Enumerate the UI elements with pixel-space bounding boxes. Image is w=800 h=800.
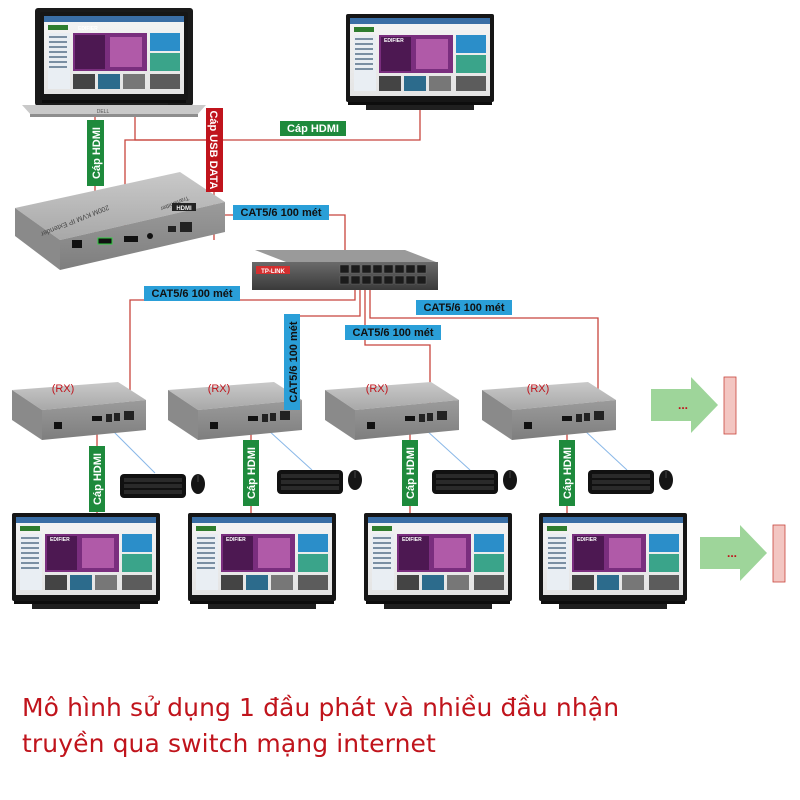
- more-dots-top: ...: [678, 398, 688, 412]
- svg-text:Cáp USB DATA: Cáp USB DATA: [207, 110, 219, 189]
- label-hdmi-top-monitor: Cáp HDMI: [280, 121, 346, 136]
- monitor-3: [364, 513, 512, 609]
- svg-text:Cáp HDMI: Cáp HDMI: [287, 123, 339, 135]
- more-dots-bottom: ...: [727, 546, 737, 560]
- connection-lines: [94, 105, 599, 515]
- svg-text:CAT5/6 100 mét: CAT5/6 100 mét: [240, 207, 321, 219]
- screen-brand-4: EDIFIER: [577, 537, 597, 543]
- svg-text:Cáp HDMI: Cáp HDMI: [405, 447, 417, 499]
- switch-ports: [339, 264, 427, 285]
- more-arrow-top: ...: [651, 376, 737, 435]
- more-arrow-bottom: ...: [700, 524, 786, 583]
- svg-text:Cáp HDMI: Cáp HDMI: [91, 127, 103, 179]
- label-hdmi-rx3: Cáp HDMI: [402, 440, 418, 506]
- rx-label-4: (RX): [527, 383, 550, 395]
- svg-text:Cáp HDMI: Cáp HDMI: [92, 453, 104, 505]
- receiver-2: [168, 382, 302, 440]
- label-cat-rx1: CAT5/6 100 mét: [144, 286, 240, 301]
- label-hdmi-rx4: Cáp HDMI: [559, 440, 575, 506]
- keyboard-mouse-3: [431, 469, 518, 495]
- label-cat-tx: CAT5/6 100 mét: [233, 205, 329, 220]
- cat-line-switch-rx4: [369, 285, 599, 420]
- label-cat-rx3: CAT5/6 100 mét: [345, 325, 441, 340]
- laptop-brand: DELL: [97, 109, 110, 115]
- laptop-screen-brand: EDIFIER: [78, 26, 98, 32]
- receiver-1: [12, 382, 146, 440]
- top-screen-brand: EDIFIER: [384, 38, 404, 44]
- caption-line-1: Mô hình sử dụng 1 đầu phát và nhiều đầu …: [22, 693, 620, 722]
- tx-hdmi-logo: HDMI: [176, 206, 192, 212]
- monitor-top: [346, 14, 494, 110]
- monitor-4: [539, 513, 687, 609]
- keyboard-mouse-1: [119, 473, 206, 499]
- svg-text:CAT5/6 100 mét: CAT5/6 100 mét: [423, 302, 504, 314]
- svg-text:Cáp HDMI: Cáp HDMI: [562, 447, 574, 499]
- hdmi-logo-plate: [172, 203, 196, 211]
- label-cat-rx2: CAT5/6 100 mét: [284, 314, 300, 410]
- receiver-3: [325, 382, 459, 440]
- svg-text:CAT5/6 100 mét: CAT5/6 100 mét: [352, 327, 433, 339]
- label-hdmi-rx1: Cáp HDMI: [89, 446, 105, 512]
- label-usb-data: Cáp USB DATA: [206, 108, 223, 192]
- rx-label-3: (RX): [366, 383, 389, 395]
- diagram-caption: Mô hình sử dụng 1 đầu phát và nhiều đầu …: [22, 690, 792, 762]
- switch-brand: TP-LINK: [261, 269, 285, 275]
- label-cat-rx4: CAT5/6 100 mét: [416, 300, 512, 315]
- rx-label-2: (RX): [208, 383, 231, 395]
- svg-text:CAT5/6 100 mét: CAT5/6 100 mét: [288, 321, 300, 402]
- cat-line-switch-rx1: [129, 285, 356, 420]
- rx-label-1: (RX): [52, 383, 75, 395]
- transmitter-box: 200M KVM IP Extender Transmitter HDMI: [15, 172, 225, 270]
- keyboard-mouse-4: [587, 469, 674, 495]
- screen-brand-3: EDIFIER: [402, 537, 422, 543]
- laptop: DELL: [22, 8, 206, 117]
- screen-brand-2: EDIFIER: [226, 537, 246, 543]
- usb-lines: [111, 429, 628, 474]
- keyboard-mouse-2: [276, 469, 363, 495]
- monitor-1: [12, 513, 160, 609]
- label-hdmi-rx2: Cáp HDMI: [243, 440, 259, 506]
- svg-text:CAT5/6 100 mét: CAT5/6 100 mét: [151, 288, 232, 300]
- monitor-2: [188, 513, 336, 609]
- label-hdmi-laptop: Cáp HDMI: [87, 120, 104, 186]
- network-switch: TP-LINK: [252, 250, 438, 290]
- svg-text:Cáp HDMI: Cáp HDMI: [246, 447, 258, 499]
- screen-brand-1: EDIFIER: [50, 537, 70, 543]
- caption-line-2: truyền qua switch mạng internet: [22, 729, 436, 758]
